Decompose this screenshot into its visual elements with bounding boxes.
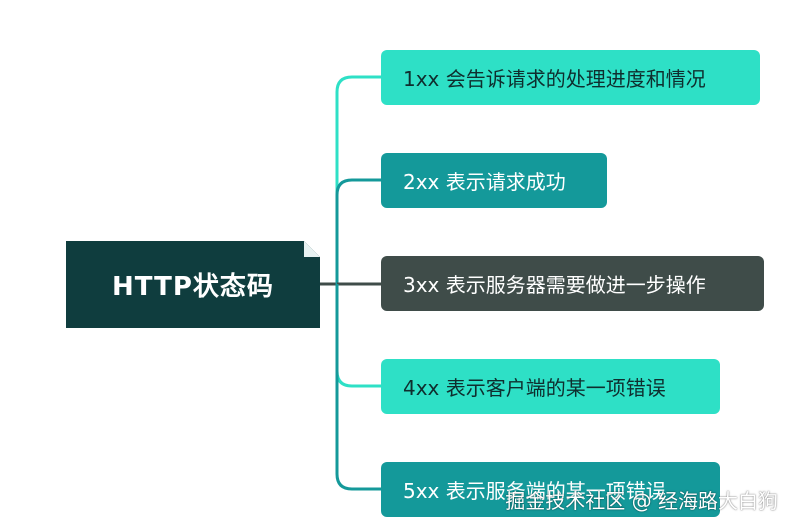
folded-corner-shade (304, 241, 320, 257)
root-node[interactable]: HTTP状态码 (66, 241, 320, 328)
watermark: 掘金技术社区 @ 经海路大白狗 (505, 489, 778, 513)
connector-branch-2 (335, 178, 381, 284)
branch-label: 2xx 表示请求成功 (403, 170, 566, 194)
root-label: HTTP状态码 (112, 272, 274, 302)
branch-node-2xx[interactable]: 2xx 表示请求成功 (381, 153, 607, 208)
connector-branch-4 (335, 284, 381, 388)
branch-label: 1xx 会告诉请求的处理进度和情况 (403, 67, 706, 91)
branch-node-4xx[interactable]: 4xx 表示客户端的某一项错误 (381, 359, 720, 414)
branch-label: 5xx 表示服务端的某一项错误 (403, 479, 666, 503)
branch-node-1xx[interactable]: 1xx 会告诉请求的处理进度和情况 (381, 50, 760, 105)
connector-branch-1 (335, 75, 381, 284)
connector-branch-5 (335, 284, 381, 491)
branch-node-5xx[interactable]: 5xx 表示服务端的某一项错误 (381, 462, 720, 517)
branch-label: 3xx 表示服务器需要做进一步操作 (403, 273, 706, 297)
branch-label: 4xx 表示客户端的某一项错误 (403, 376, 666, 400)
branch-node-3xx[interactable]: 3xx 表示服务器需要做进一步操作 (381, 256, 764, 311)
